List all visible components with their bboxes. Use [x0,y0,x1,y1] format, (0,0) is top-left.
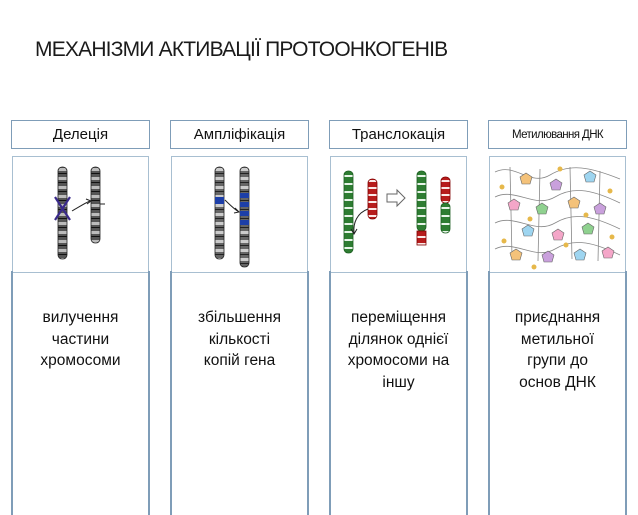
column-header-translocation: Транслокація [329,120,468,149]
column-header-amplification: Ампліфікація [170,120,309,149]
amplification-illustration [171,156,308,273]
column-divider-right [148,271,150,515]
chromosome-pair-after-icon [416,170,451,246]
column-divider-left [329,271,331,515]
amplified-chromosome-icon [224,166,250,268]
normal-chromosome-icon [214,166,225,260]
column-divider-right [307,271,309,515]
column-description-deletion: вилучення частини хромосоми [40,309,121,369]
original-chromosome-icon [54,166,71,260]
column-divider-left [170,271,172,515]
column-divider-right [466,271,468,515]
column-divider-left [488,271,490,515]
column-header-deletion: Делеція [11,120,150,149]
arrow-right-icon [386,188,406,208]
methylation-illustration [489,156,626,273]
column-header-methylation: Метилювання ДНК [488,120,627,149]
column-divider-right [625,271,627,515]
column-description-methylation: приєднання метильної групи до основ ДНК [514,309,601,391]
slide-title: МЕХАНІЗМИ АКТИВАЦІЇ ПРОТООНКОГЕНІВ [35,38,448,61]
dna-molecule-icon [494,166,621,270]
column-description-amplification: збільшення кількості копій гена [198,309,281,369]
column-description-translocation: переміщення ділянок однієї хромосоми на … [347,309,450,391]
deleted-chromosome-icon [71,166,105,244]
chromosome-pair-before-icon [343,170,378,254]
deletion-illustration [12,156,149,273]
translocation-illustration [330,156,467,273]
column-divider-left [11,271,13,515]
